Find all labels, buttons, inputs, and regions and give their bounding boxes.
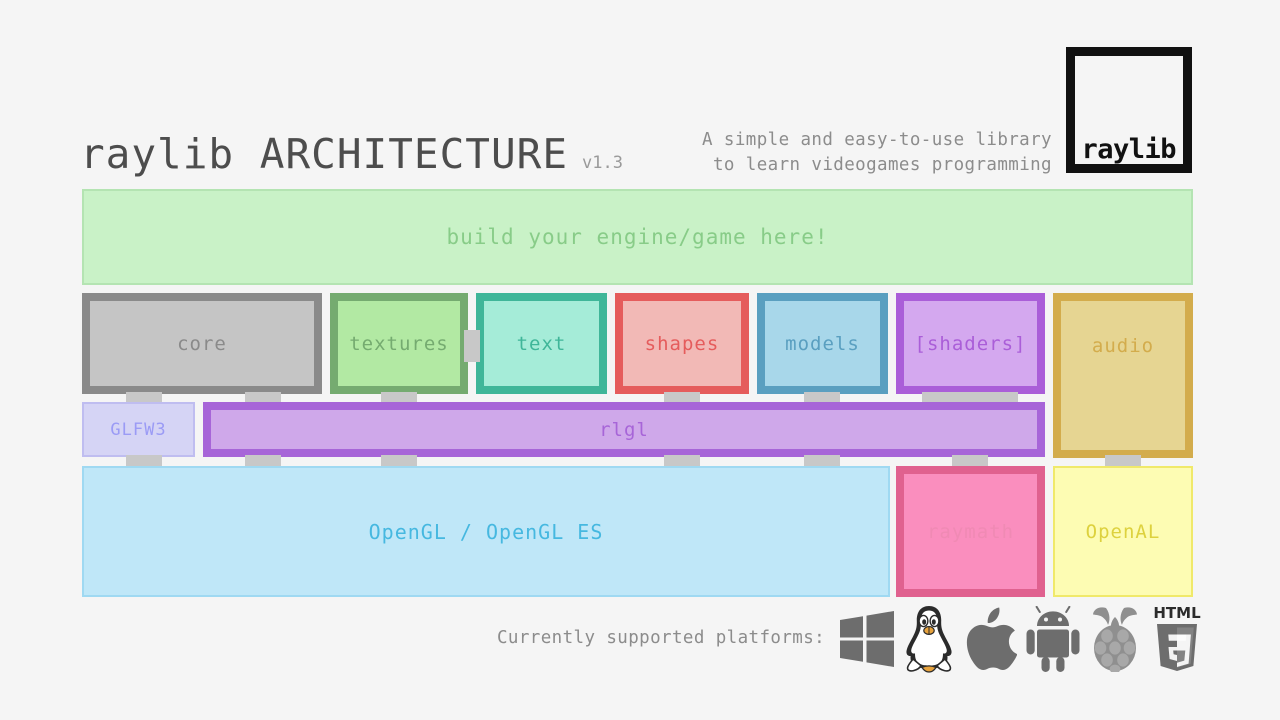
connector-tab-audio-openal xyxy=(1105,455,1141,469)
module-audio: audio xyxy=(1053,293,1193,458)
module-shaders: [shaders] xyxy=(896,293,1045,394)
module-audio-label: audio xyxy=(1091,335,1155,357)
layer-openal-label: OpenAL xyxy=(1085,520,1161,543)
layer-opengl: OpenGL / OpenGL ES xyxy=(82,466,890,597)
module-models-label: models xyxy=(785,332,860,355)
platform-icon-list: HTML xyxy=(836,601,1208,677)
html5-icon: HTML xyxy=(1146,601,1208,677)
module-core-label: core xyxy=(177,332,227,355)
layer-user-game-label: build your engine/game here! xyxy=(446,225,829,249)
page-title-text: raylib ARCHITECTURE xyxy=(80,130,568,178)
windows-icon xyxy=(836,601,898,677)
module-textures-label: textures xyxy=(349,332,449,355)
layer-raymath-label: raymath xyxy=(926,520,1015,543)
module-shaders-label: [shaders] xyxy=(914,332,1027,355)
connector-tab-textures-text xyxy=(464,330,480,362)
module-textures: textures xyxy=(330,293,468,394)
layer-opengl-label: OpenGL / OpenGL ES xyxy=(368,519,604,544)
layer-glfw3: GLFW3 xyxy=(82,402,195,457)
connector-tab-glfw3-opengl xyxy=(126,455,162,469)
module-text: text xyxy=(476,293,607,394)
layer-rlgl: rlgl xyxy=(203,402,1045,457)
module-text-label: text xyxy=(516,332,567,355)
svg-text:HTML: HTML xyxy=(1153,604,1201,622)
version-label: v1.3 xyxy=(582,153,623,173)
linux-tux-icon xyxy=(898,601,960,677)
raylib-logo: raylib xyxy=(1066,47,1192,173)
tagline-line-1: A simple and easy-to-use library xyxy=(702,130,1052,150)
supported-platforms-label: Currently supported platforms: xyxy=(497,628,826,648)
layer-user-game: build your engine/game here! xyxy=(82,189,1193,285)
android-icon xyxy=(1022,601,1084,677)
page-title: raylib ARCHITECTURE v1.3 xyxy=(80,130,623,178)
tagline: A simple and easy-to-use library to lear… xyxy=(702,128,1052,178)
connector-tab-rlgl-opengl-a xyxy=(245,455,281,469)
layer-glfw3-label: GLFW3 xyxy=(110,419,167,440)
layer-rlgl-label: rlgl xyxy=(599,418,649,441)
module-shapes-label: shapes xyxy=(644,332,720,355)
raspberry-pi-icon xyxy=(1084,601,1146,677)
layer-raymath: raymath xyxy=(896,466,1045,597)
connector-tab-rlgl-opengl-b xyxy=(381,455,417,469)
connector-tab-rlgl-raymath xyxy=(952,455,988,469)
layer-openal: OpenAL xyxy=(1053,466,1193,597)
tagline-line-2: to learn videogames programming xyxy=(712,155,1052,175)
connector-tab-rlgl-opengl-d xyxy=(804,455,840,469)
raylib-logo-text: raylib xyxy=(1081,134,1176,165)
module-core: core xyxy=(82,293,322,394)
connector-tab-rlgl-opengl-c xyxy=(664,455,700,469)
module-shapes: shapes xyxy=(615,293,749,394)
apple-icon xyxy=(960,601,1022,677)
module-models: models xyxy=(757,293,888,394)
